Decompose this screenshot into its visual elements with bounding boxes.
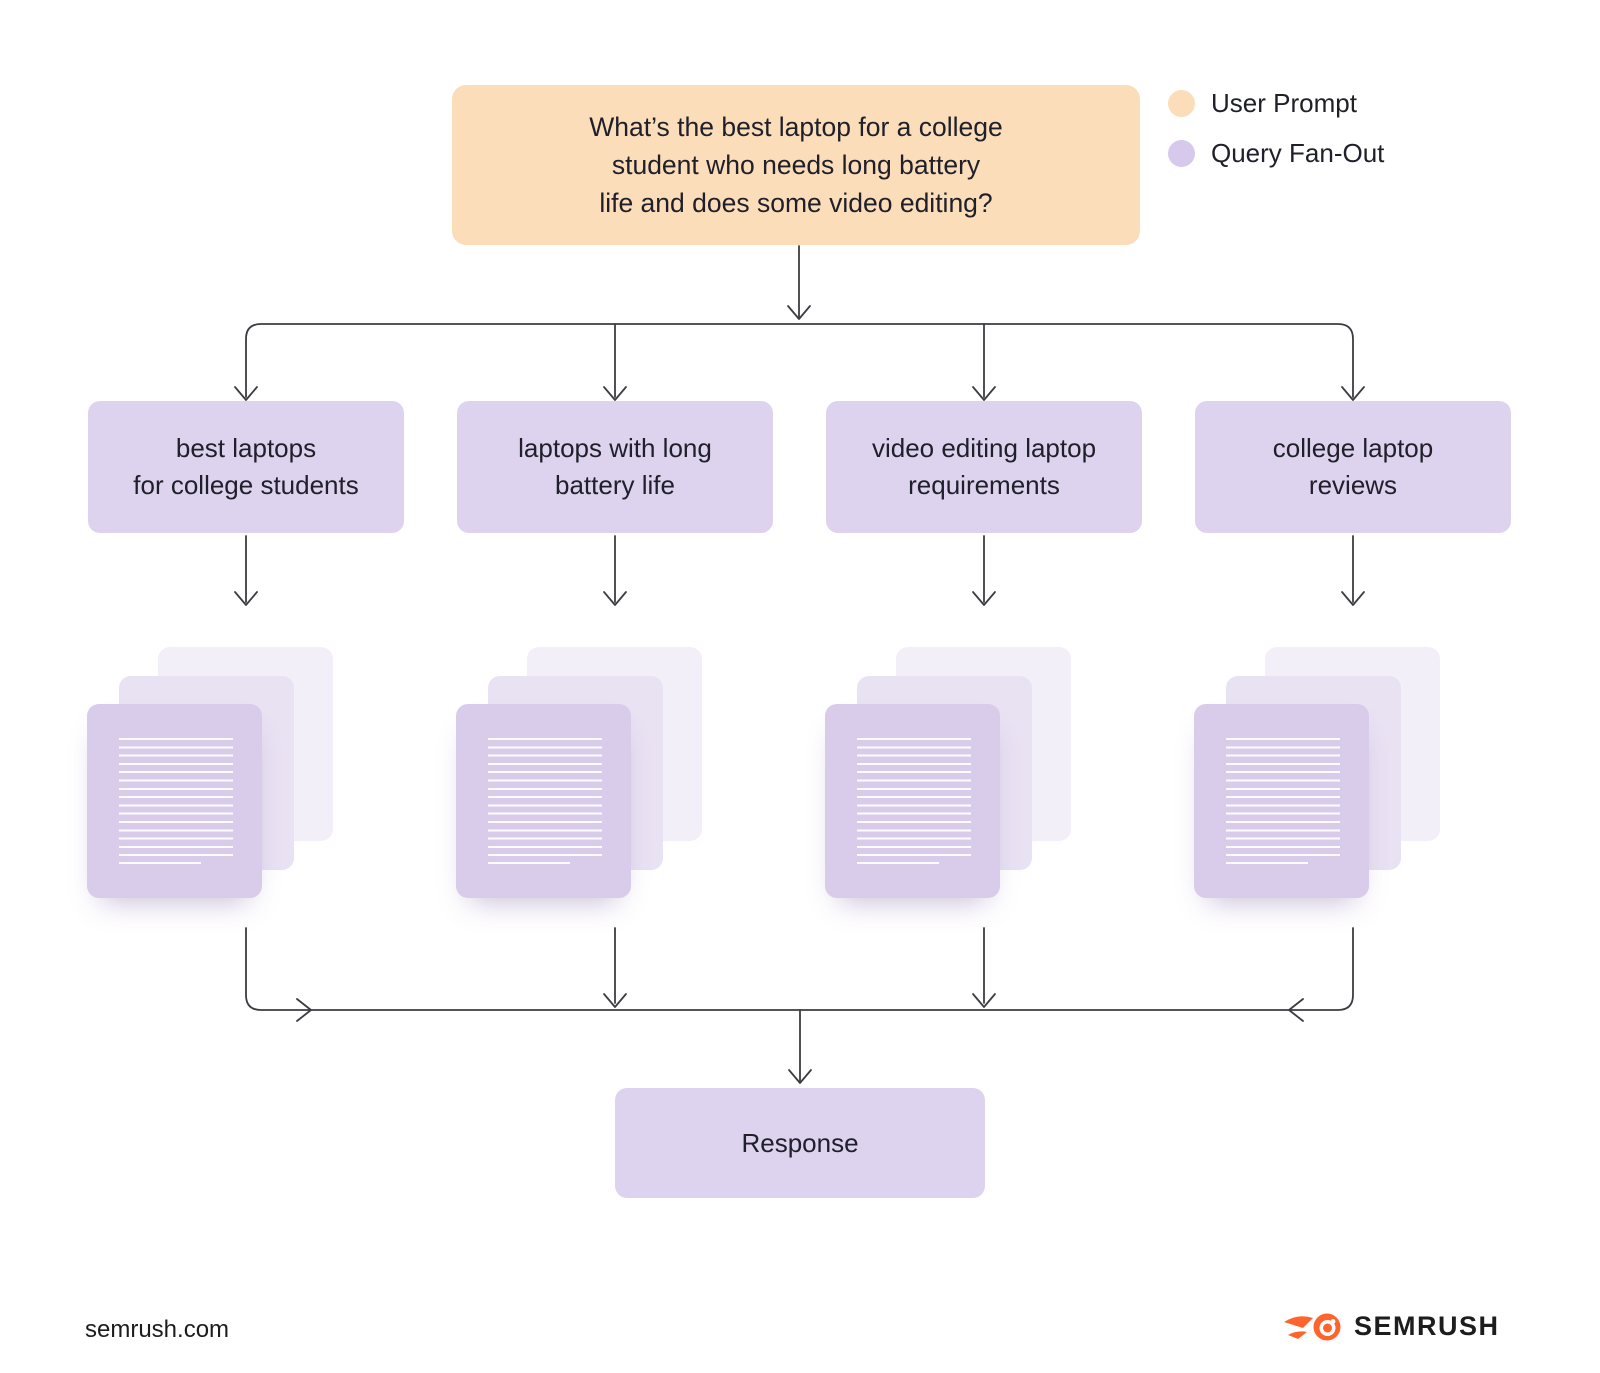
semrush-logo-icon	[1284, 1313, 1341, 1340]
document-text-lines	[119, 738, 233, 857]
site-credit: semrush.com	[85, 1316, 230, 1343]
query-box-college-reviews: college laptop reviews	[1195, 401, 1511, 533]
query-box-best-laptops: best laptops for college students	[88, 401, 404, 533]
legend: User Prompt Query Fan-Out	[1168, 88, 1384, 188]
legend-label: User Prompt	[1211, 88, 1357, 118]
user-prompt-legend-dot-icon	[1168, 90, 1195, 117]
arrowhead-down	[972, 386, 996, 401]
query-label-line: battery life	[555, 470, 675, 500]
user-prompt-text: What’s the best laptop for a college stu…	[589, 112, 1003, 218]
arrowhead-down	[603, 993, 627, 1008]
arrowhead-down	[234, 386, 258, 401]
arrowhead-down	[1341, 386, 1365, 401]
legend-item-query-fanout: Query Fan-Out	[1168, 138, 1384, 169]
query-label-line: best laptops	[175, 433, 317, 463]
arrowhead-left	[1288, 998, 1304, 1022]
arrowhead-down	[972, 993, 996, 1008]
legend-label: Query Fan-Out	[1211, 138, 1385, 168]
document-stack	[1194, 647, 1457, 898]
query-fanout-legend-dot-icon	[1168, 140, 1195, 167]
query-label-line: laptops with long	[518, 433, 712, 463]
document-text-lines	[857, 738, 971, 857]
semrush-logo-text: SEMRUSH	[1354, 1311, 1500, 1341]
merge-rail	[245, 927, 1354, 1011]
document-sheet-front-icon	[825, 704, 1000, 898]
document-text-lines	[1226, 738, 1340, 857]
document-text-line-short	[119, 862, 201, 864]
arrowhead-down	[788, 1069, 812, 1084]
arrowhead-down	[1341, 591, 1365, 606]
document-sheet-front-icon	[456, 704, 631, 898]
document-text-line-short	[857, 862, 939, 864]
query-label-line: video editing laptop	[871, 433, 1097, 463]
query-label-line: college laptop	[1272, 433, 1434, 463]
query-label-line: reviews	[1308, 470, 1398, 500]
query-label-line: for college students	[133, 470, 359, 500]
document-text-line-short	[488, 862, 570, 864]
arrowhead-down	[234, 591, 258, 606]
document-stack	[825, 647, 1088, 898]
document-sheet-front-icon	[87, 704, 262, 898]
document-text-line-short	[1226, 862, 1308, 864]
query-box-video-editing: video editing laptop requirements	[826, 401, 1142, 533]
response-label: Response	[741, 1127, 859, 1158]
query-label-line: requirements	[908, 470, 1060, 500]
arrowhead-down	[603, 386, 627, 401]
document-stack	[87, 647, 350, 898]
legend-item-user-prompt: User Prompt	[1168, 88, 1384, 119]
fanout-rail	[245, 323, 1354, 398]
arrowhead-down	[603, 591, 627, 606]
arrowhead-right	[296, 998, 312, 1022]
user-prompt-box: What’s the best laptop for a college stu…	[452, 85, 1140, 245]
arrowhead-down	[787, 305, 811, 320]
document-text-lines	[488, 738, 602, 857]
document-stack	[456, 647, 719, 898]
document-sheet-front-icon	[1194, 704, 1369, 898]
semrush-logo: SEMRUSH	[1283, 1311, 1500, 1342]
response-box: Response	[615, 1088, 985, 1198]
arrowhead-down	[972, 591, 996, 606]
query-box-battery-life: laptops with long battery life	[457, 401, 773, 533]
